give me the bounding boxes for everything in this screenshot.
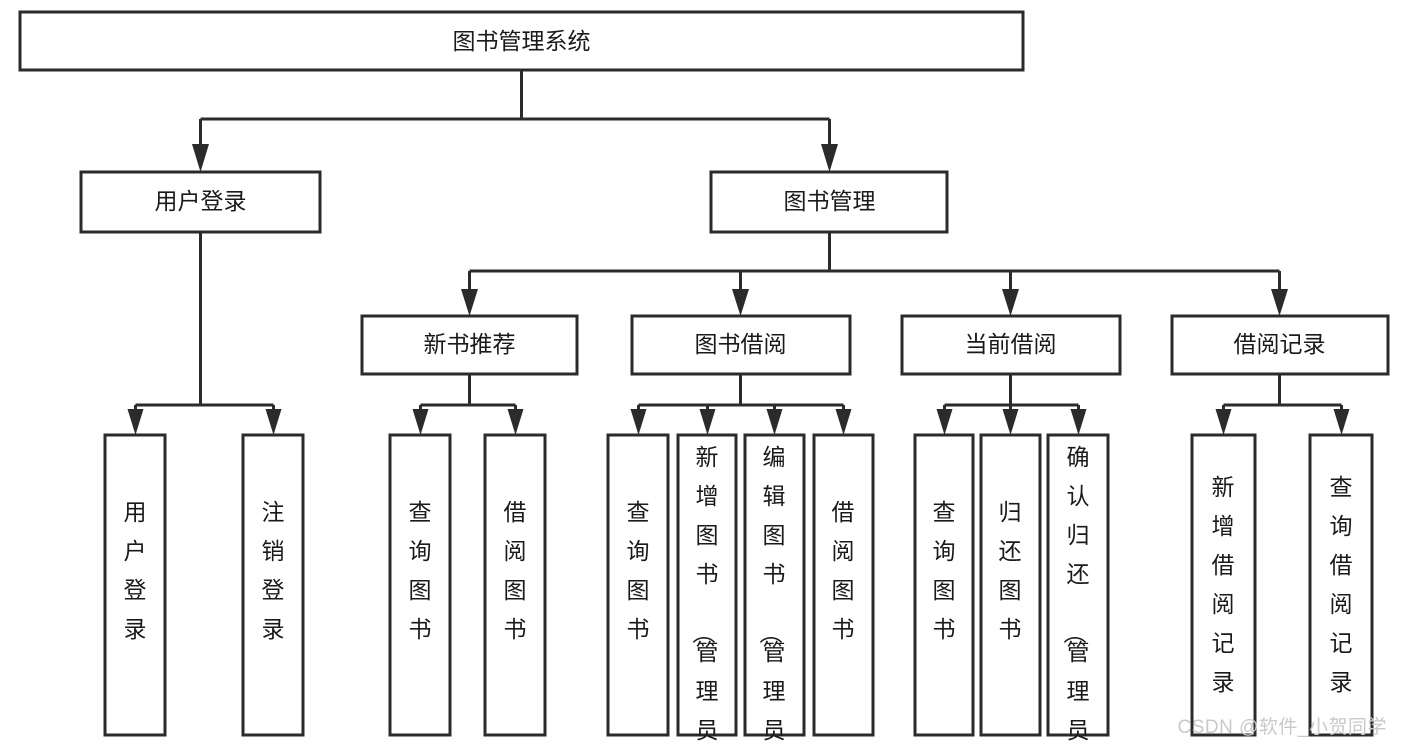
- node-root-label: 图书管理系统: [453, 28, 591, 54]
- leaf-box[interactable]: [483, 433, 547, 737]
- leaf-label-vertical: 归还图书: [999, 499, 1022, 642]
- node-borrow-records-box[interactable]: [1170, 314, 1390, 376]
- leaf-box[interactable]: [913, 433, 975, 737]
- leaf-box[interactable]: [388, 433, 452, 737]
- leaf-add-book-admin[interactable]: 新增图书（管理员）: [676, 433, 738, 747]
- leaf-box[interactable]: [979, 433, 1042, 737]
- node-root-box[interactable]: [18, 10, 1025, 72]
- arrow-head-icon: [507, 409, 524, 435]
- leaf-label-vertical: 查询图书: [409, 499, 432, 642]
- arrow-head-icon: [766, 409, 783, 435]
- arrow-head-icon: [461, 289, 478, 316]
- csdn-watermark: CSDN @软件_小贺同学: [1177, 717, 1387, 738]
- arrow-head-icon: [1070, 409, 1087, 435]
- node-current-borrow-box[interactable]: [900, 314, 1122, 376]
- arrow-head-icon: [936, 409, 953, 435]
- node-book-borrow-label: 图书借阅: [695, 331, 787, 357]
- node-borrow-records-label: 借阅记录: [1234, 331, 1326, 357]
- edge-layer: [127, 70, 1350, 435]
- arrow-head-icon: [1002, 289, 1019, 316]
- node-user-login-label: 用户登录: [155, 188, 247, 214]
- leaf-borrow-books-borrow[interactable]: 借阅图书: [812, 433, 875, 737]
- node-book-borrow-box[interactable]: [630, 314, 852, 376]
- arrow-head-icon: [1271, 289, 1288, 316]
- leaf-label-vertical: 注销登录: [262, 499, 285, 642]
- arrow-head-icon: [192, 144, 209, 172]
- leaf-query-books-newbook[interactable]: 查询图书: [388, 433, 452, 737]
- node-book-management-label: 图书管理: [784, 188, 876, 214]
- node-book-management[interactable]: 图书管理: [709, 170, 949, 234]
- arrow-head-icon: [732, 289, 749, 316]
- node-new-book-recommend-label: 新书推荐: [424, 331, 516, 357]
- leaf-edit-book-admin[interactable]: 编辑图书（管理员）: [743, 433, 806, 747]
- arrow-head-icon: [699, 409, 716, 435]
- leaf-label-vertical: 新增借阅记录: [1212, 474, 1235, 695]
- leaf-label-vertical: 查询图书: [627, 499, 650, 642]
- arrow-head-icon: [630, 409, 647, 435]
- node-book-borrow[interactable]: 图书借阅: [630, 314, 852, 376]
- leaf-box[interactable]: [743, 433, 806, 737]
- leaf-logout[interactable]: 注销登录: [241, 433, 305, 737]
- leaf-label-vertical: 查询借阅记录: [1330, 474, 1353, 695]
- arrow-head-icon: [1215, 409, 1232, 435]
- leaf-confirm-return-admin[interactable]: 确认归还（管理员）: [1046, 433, 1110, 747]
- arrow-head-icon: [127, 409, 144, 435]
- leaf-query-borrow-record[interactable]: 查询借阅记录: [1308, 433, 1374, 737]
- leaf-box[interactable]: [1190, 433, 1257, 737]
- leaf-label-vertical: 借阅图书: [504, 499, 527, 642]
- leaf-box[interactable]: [606, 433, 670, 737]
- node-borrow-records[interactable]: 借阅记录: [1170, 314, 1390, 376]
- leaf-label-vertical: 查询图书: [933, 499, 956, 642]
- leaf-query-books-borrow[interactable]: 查询图书: [606, 433, 670, 737]
- arrow-head-icon: [265, 409, 282, 435]
- leaf-label-vertical: 新增图书（管理员）: [691, 444, 719, 747]
- leaf-query-books-current[interactable]: 查询图书: [913, 433, 975, 737]
- node-user-login[interactable]: 用户登录: [79, 170, 322, 234]
- leaf-label-vertical: 编辑图书（管理员）: [758, 444, 786, 747]
- leaf-label-vertical: 确认归还（管理员）: [1062, 444, 1090, 747]
- node-root[interactable]: 图书管理系统: [18, 10, 1025, 72]
- leaf-box[interactable]: [241, 433, 305, 737]
- leaf-return-books[interactable]: 归还图书: [979, 433, 1042, 737]
- node-current-borrow[interactable]: 当前借阅: [900, 314, 1122, 376]
- leaf-label-vertical: 借阅图书: [832, 499, 855, 642]
- arrow-head-icon: [1002, 409, 1019, 435]
- leaf-box[interactable]: [1046, 433, 1110, 737]
- node-new-book-recommend[interactable]: 新书推荐: [360, 314, 579, 376]
- leaf-user-login[interactable]: 用户登录: [103, 433, 167, 737]
- node-current-borrow-label: 当前借阅: [965, 331, 1057, 357]
- leaf-box[interactable]: [1308, 433, 1374, 737]
- leaf-add-borrow-record[interactable]: 新增借阅记录: [1190, 433, 1257, 737]
- arrow-head-icon: [412, 409, 429, 435]
- leaf-borrow-books-newbook[interactable]: 借阅图书: [483, 433, 547, 737]
- leaf-label-vertical: 用户登录: [124, 499, 147, 642]
- arrow-head-icon: [835, 409, 852, 435]
- node-new-book-recommend-box[interactable]: [360, 314, 579, 376]
- arrow-head-icon: [1333, 409, 1350, 435]
- node-book-management-box[interactable]: [709, 170, 949, 234]
- leaf-box[interactable]: [103, 433, 167, 737]
- leaf-box[interactable]: [676, 433, 738, 737]
- arrow-head-icon: [821, 144, 838, 172]
- leaf-box[interactable]: [812, 433, 875, 737]
- node-user-login-box[interactable]: [79, 170, 322, 234]
